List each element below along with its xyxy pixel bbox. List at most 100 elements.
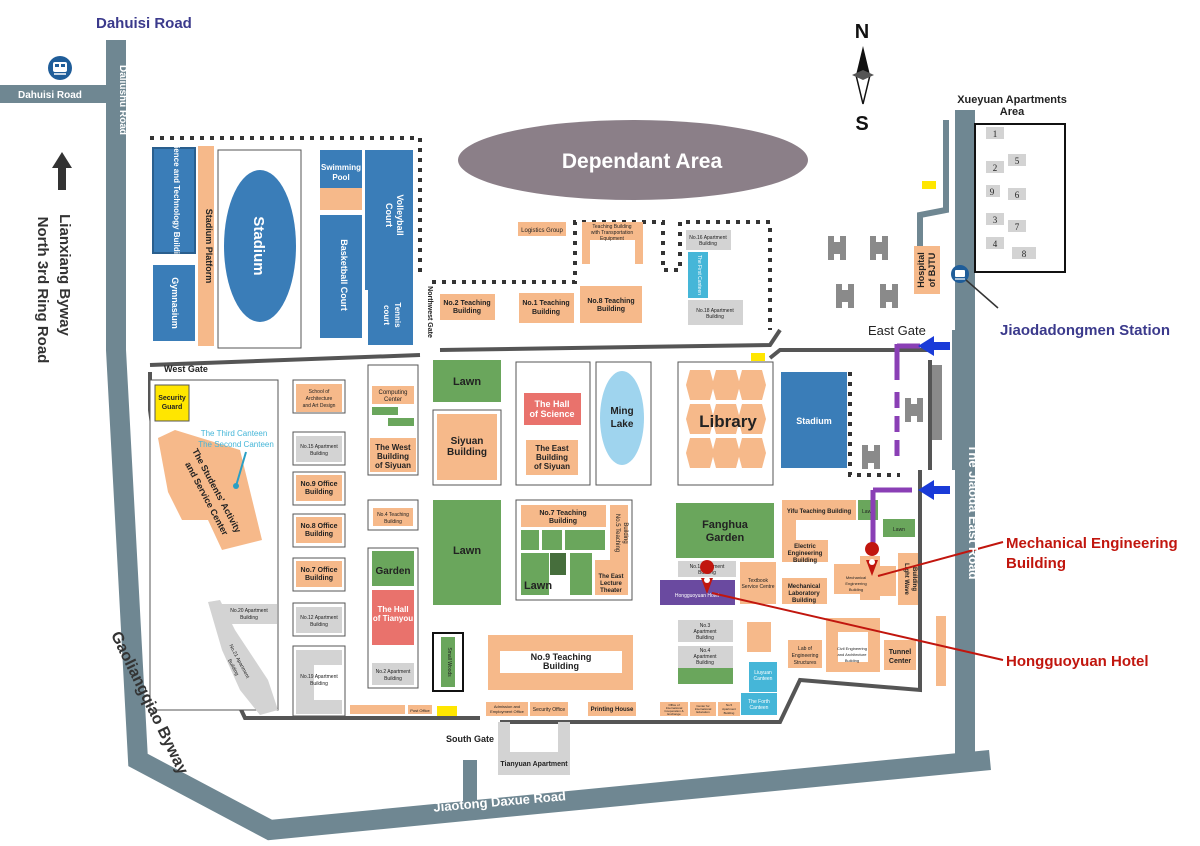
- no1-teach-label-2: Building: [532, 309, 560, 316]
- south-strip-1: [350, 705, 405, 714]
- electric-label-1: Electric: [794, 544, 816, 550]
- cie-label-3: Education: [696, 710, 710, 714]
- liuyuan-label-2: Canteen: [754, 676, 773, 682]
- office7-label-2: Building: [305, 575, 333, 582]
- apt5: [718, 702, 740, 716]
- east-siyuan: [526, 440, 578, 475]
- no5-teaching: [610, 505, 628, 561]
- apt16-label-1: No.16 Apartment: [689, 235, 727, 241]
- east-gray-strip: [932, 365, 942, 440]
- hospital-label-1: Hospital: [916, 252, 926, 288]
- security-office: [530, 702, 568, 716]
- apt19: [296, 650, 342, 714]
- intl-label-3: Cooperation &: [664, 709, 683, 713]
- liuyuan-canteen: [749, 662, 777, 692]
- west-column: School of Architecture and Art Design No…: [292, 379, 346, 717]
- south-gate-label: South Gate: [446, 734, 494, 744]
- lianxiang-label-1: Lianxiang Byway: [56, 214, 73, 336]
- no7-lawn-label: Lawn: [524, 580, 552, 592]
- mech-small-label-3: Building: [849, 587, 863, 592]
- yifu-label: Yifu Teaching Building: [787, 509, 852, 515]
- no9-teaching-courtyard: [500, 651, 622, 673]
- fanghua-garden: [676, 503, 774, 558]
- mech-lab-label-2: Laboratory: [788, 591, 820, 597]
- lab-eng-label-3: Structures: [794, 660, 817, 666]
- no8-teach-label-2: Building: [597, 306, 625, 313]
- no4-teaching: [373, 508, 413, 526]
- tianyuan-apartment: [498, 722, 570, 775]
- office7-label-1: No.7 Office: [301, 567, 338, 574]
- no2-teach-label-2: Building: [453, 308, 481, 315]
- apt15-label-2: Building: [310, 451, 328, 457]
- east-siyuan-label-2: Building: [536, 453, 568, 462]
- tianyuan-label: Tianyuan Apartment: [500, 761, 568, 768]
- xueyuan-label-2: Area: [1000, 106, 1025, 118]
- apt21: [208, 600, 278, 715]
- swimming-label-2: Pool: [332, 173, 349, 182]
- xueyuan-buildings: [986, 127, 1036, 259]
- apt4: [678, 646, 733, 668]
- textbook-label-1: Textbook: [748, 578, 769, 584]
- siyuan-label-2: Building: [447, 447, 487, 458]
- first-canteen: [688, 252, 708, 298]
- small-woods-label: Small Woods: [446, 647, 452, 677]
- logistics-group: [518, 222, 566, 236]
- security-office-label: Security Office: [533, 707, 566, 713]
- admission-label-1: Admission and: [494, 704, 520, 709]
- no8-teach-label-1: No.8 Teaching: [587, 298, 634, 305]
- fanghua-label-1: Fanghua: [702, 519, 749, 531]
- no9-teach-label-1: No.9 Teaching: [531, 652, 592, 662]
- mech-callout-label-1: Mechanical Engineering: [1006, 535, 1178, 552]
- apt4-label-2: Apartment: [693, 654, 717, 660]
- no5-teach-label-1: No.5 Teaching: [614, 514, 620, 552]
- computing-label-1: Computing: [378, 390, 407, 396]
- apt19-label-1: No.19 Apartment: [300, 674, 338, 680]
- apt2-label-2: Building: [384, 676, 402, 682]
- printing-house: [588, 702, 636, 716]
- mech-lab: [782, 578, 827, 604]
- apt3-label-3: Building: [696, 635, 714, 641]
- lawn-yifu-label: Lawn: [862, 509, 874, 515]
- transport-label-3: Equipment: [600, 236, 625, 242]
- route-path: [870, 343, 920, 548]
- intl-label-4: Exchange: [667, 712, 681, 716]
- svg-text:3: 3: [993, 215, 998, 225]
- dependant-area: [458, 120, 808, 200]
- tunnel-center: [884, 640, 916, 670]
- lawn-north: [433, 360, 501, 402]
- tennis-label-1: Tennis: [393, 302, 402, 328]
- xueyuan-numbers: 1 2 5 9 6 3 7 4 8: [990, 129, 1027, 259]
- yifu-teaching: [782, 500, 856, 520]
- apt18-label-1: No.18 Apartment: [696, 308, 734, 314]
- second-canteen-label: The Second Canteen: [198, 440, 274, 449]
- apt5-label-1: No.5: [726, 703, 733, 707]
- transport-label-2: with Transportation: [591, 230, 633, 236]
- fourth-canteen: [741, 693, 777, 715]
- intl-label-2: International: [666, 706, 683, 710]
- hall-of-science: [524, 393, 581, 425]
- apt18: [688, 300, 743, 325]
- transport-label-1: Teaching Building: [592, 224, 631, 230]
- science-label-1: The Hall: [534, 399, 569, 409]
- tianyou-label-1: The Hall: [377, 605, 408, 614]
- compass-north-label: N: [855, 21, 869, 43]
- swimming-label-1: Swimming: [321, 163, 361, 172]
- office8-label-2: Building: [305, 531, 333, 538]
- library-hexagons: [686, 370, 766, 468]
- apt12: [296, 607, 342, 633]
- printing-label: Printing House: [591, 707, 634, 713]
- west-siyuan: [370, 438, 416, 472]
- apt15-label-1: No.15 Apartment: [300, 444, 338, 450]
- mech-annex: [880, 566, 896, 596]
- cie-label-2: International: [695, 707, 712, 711]
- no5-teach-label-2: Building: [622, 522, 628, 543]
- tunnel-label-1: Tunnel: [889, 649, 911, 656]
- callouts: [700, 541, 1004, 661]
- admission-label-2: Employment Office: [490, 709, 524, 714]
- computing-lawn-2: [388, 418, 414, 426]
- hongguoyuan-small-label: Hongguoyuan Hotel: [675, 593, 719, 599]
- ming-lake: [600, 371, 644, 465]
- apt15: [296, 436, 342, 462]
- jiaodadongmen-label: Jiaodadongmen Station: [1000, 322, 1170, 339]
